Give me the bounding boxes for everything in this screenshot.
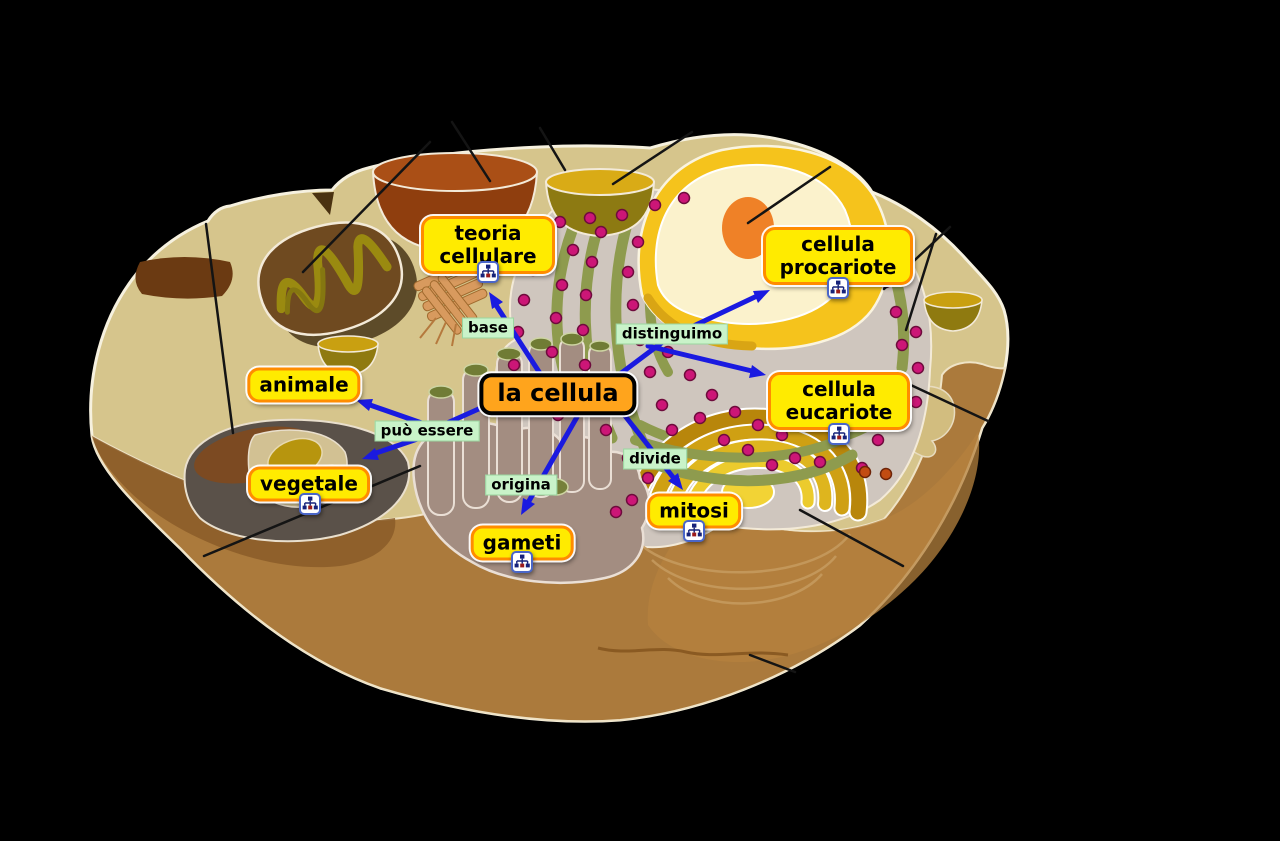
- node-label: cellula eucariote: [785, 377, 893, 424]
- vesicle-bowl-gold-right: [923, 291, 983, 332]
- nucleolus: [722, 197, 774, 259]
- resource-link-icon[interactable]: [299, 493, 321, 515]
- link-label-origina[interactable]: origina: [485, 474, 557, 496]
- link-label-distinguimo[interactable]: distinguimo: [615, 323, 729, 345]
- mitochondrion: [257, 221, 417, 348]
- arrow-to-mitosi: [619, 409, 679, 484]
- resource-link-icon[interactable]: [511, 551, 533, 573]
- node-animale[interactable]: animale: [247, 367, 361, 403]
- resource-link-icon[interactable]: [683, 520, 705, 542]
- vesicle-bowl-gold-left: [317, 335, 379, 376]
- arrow-distinguimo-stem: [609, 335, 671, 383]
- node-la-cellula[interactable]: la cellula: [479, 373, 637, 415]
- node-label: mitosi: [659, 498, 729, 523]
- node-label: teoria cellulare: [439, 221, 537, 268]
- arrow-base: [491, 299, 546, 381]
- node-label: gameti: [482, 530, 562, 555]
- link-label-puo-essere[interactable]: può essere: [374, 420, 480, 442]
- link-label-base[interactable]: base: [462, 317, 514, 339]
- node-label: cellula procariote: [779, 232, 897, 279]
- centrioles: [413, 258, 488, 347]
- node-label: la cellula: [497, 379, 619, 408]
- resource-link-icon[interactable]: [477, 261, 499, 283]
- resource-link-icon[interactable]: [828, 423, 850, 445]
- link-label-divide[interactable]: divide: [623, 448, 687, 470]
- node-cellula-eucariote[interactable]: cellula eucariote: [768, 372, 910, 430]
- node-label: vegetale: [260, 471, 358, 496]
- arrow-to-eucariote: [645, 343, 755, 374]
- node-label: animale: [259, 372, 349, 397]
- leader-lines: [202, 120, 990, 674]
- resource-link-icon[interactable]: [827, 277, 849, 299]
